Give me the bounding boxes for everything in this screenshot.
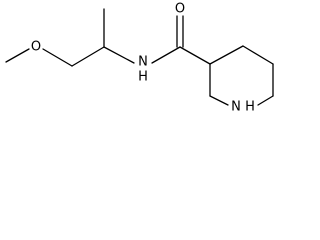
molecule-structure: O N H O N H bbox=[5, 2, 274, 115]
bonds bbox=[5, 8, 274, 106]
bond-ring-4 bbox=[257, 95, 274, 106]
bond-ring-1 bbox=[209, 45, 244, 65]
bond-oxygen-methylene bbox=[42, 48, 73, 67]
bond-methine-nitrogen bbox=[103, 46, 135, 64]
bond-carbonyl-ring bbox=[179, 46, 211, 65]
bond-nitrogen-carbonyl bbox=[151, 46, 181, 64]
bond-methylene-methine bbox=[71, 46, 105, 67]
atom-nitrogen-amide-hydrogen: H bbox=[138, 70, 148, 85]
atom-oxygen-carbonyl: O bbox=[175, 2, 185, 17]
bond-methyl-oxygen bbox=[5, 48, 30, 63]
atom-nitrogen-amide: N bbox=[138, 55, 148, 70]
atom-nitrogen-ring: N bbox=[231, 100, 241, 115]
bond-ring-2 bbox=[242, 45, 274, 65]
atom-nitrogen-ring-hydrogen: H bbox=[245, 100, 255, 115]
bond-ring-5 bbox=[209, 95, 229, 106]
atom-labels: O N H O N H bbox=[31, 2, 255, 115]
atom-oxygen-ether: O bbox=[31, 40, 41, 55]
